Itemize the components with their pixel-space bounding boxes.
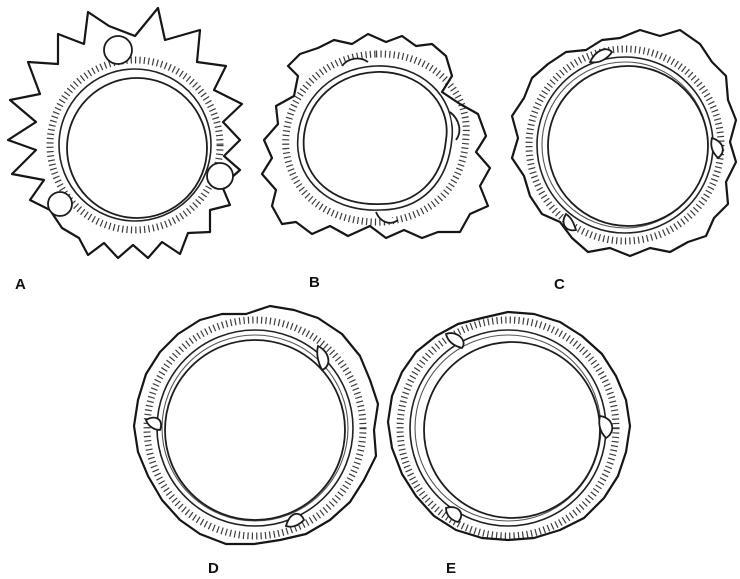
grain-d-cytoplasm bbox=[165, 340, 345, 520]
pollen-grain-d bbox=[134, 306, 378, 544]
pollen-grain-a bbox=[8, 8, 242, 258]
grain-e-cytoplasm bbox=[424, 342, 600, 518]
grain-a-cytoplasm bbox=[67, 78, 207, 218]
grain-a-pore-right bbox=[207, 163, 233, 189]
panel-label-b: B bbox=[309, 274, 320, 291]
pollen-grain-e bbox=[388, 312, 630, 540]
panel-label-e: E bbox=[446, 560, 456, 577]
panel-label-c: C bbox=[554, 276, 565, 293]
pollen-grain-c bbox=[512, 30, 736, 256]
grain-b-cytoplasm bbox=[304, 72, 447, 204]
pollen-grain-b bbox=[262, 34, 490, 238]
grain-c-cytoplasm bbox=[548, 66, 708, 226]
grain-a-pore-top bbox=[104, 36, 132, 64]
panel-label-d: D bbox=[208, 560, 219, 577]
panel-label-a: A bbox=[15, 276, 26, 293]
grain-a-pore-left bbox=[48, 192, 72, 216]
